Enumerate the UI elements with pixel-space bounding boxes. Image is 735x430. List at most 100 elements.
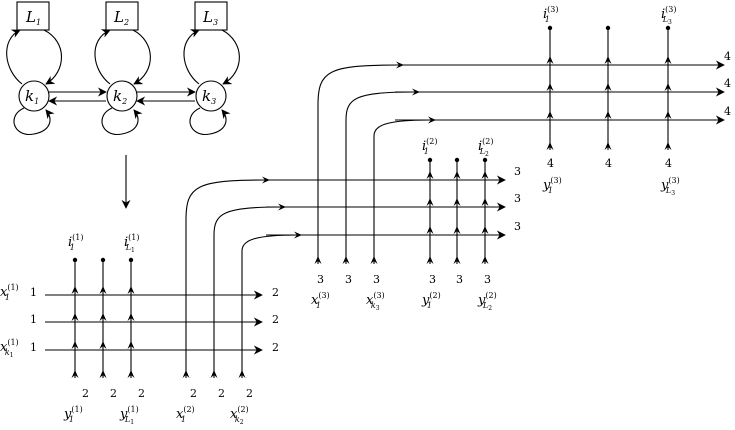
stage3-top-label-2: i(3)L3 bbox=[661, 5, 677, 26]
stage2-col-arrow-2 bbox=[453, 256, 461, 264]
circle-connections bbox=[48, 87, 196, 106]
stage1-bottom-num-5: 2 bbox=[218, 387, 225, 400]
stage3-col-mid-arrow-3-3 bbox=[664, 111, 672, 119]
stage1-col-dot-2 bbox=[100, 257, 106, 263]
stage2-bottom-num-1: 3 bbox=[317, 273, 324, 286]
stage1-col-mid-arrow-2-2 bbox=[99, 313, 107, 321]
stage2-bottom-label-3: y(2)1 bbox=[421, 291, 441, 310]
stage1-curve-2 bbox=[213, 206, 283, 378]
stage1-bottom-label-4: x(2)k2 bbox=[230, 405, 249, 426]
stage1-left-num-2: 1 bbox=[30, 313, 37, 326]
stage2-curve-2 bbox=[345, 91, 415, 264]
stage2-bottom-label-4: y(2)L2 bbox=[477, 291, 497, 312]
stage1-col-mid-arrow-1-3 bbox=[71, 341, 79, 349]
stage1-bottom-num-2: 2 bbox=[110, 387, 117, 400]
stage3-col-mid-arrow-2-3 bbox=[604, 111, 612, 119]
stage1-col-mid-arrow-2-3 bbox=[99, 341, 107, 349]
stage2-col-arrow-3 bbox=[481, 256, 489, 264]
stage1-col-arrow-2 bbox=[99, 370, 107, 378]
stage1-col-mid-arrow-1-2 bbox=[71, 313, 79, 321]
stage2-bottom-label-1: x(3)1 bbox=[311, 291, 330, 310]
stage2-col-arrow-1 bbox=[426, 256, 434, 264]
stage3-col-mid-arrow-1-1 bbox=[546, 56, 554, 64]
stage2-bottom-label-2: x(3)k3 bbox=[366, 291, 385, 312]
stage1-bottom-num-6: 2 bbox=[246, 387, 253, 400]
stage1-col-mid-arrow-3-3 bbox=[127, 341, 135, 349]
stage1-curve-1 bbox=[185, 179, 267, 378]
stage1-col-dot-1 bbox=[72, 257, 78, 263]
stage3-col-mid-arrow-1-2 bbox=[546, 83, 554, 91]
stage3-col-mid-arrow-3-1 bbox=[664, 56, 672, 64]
stage1-col-arrow-1 bbox=[71, 370, 79, 378]
stage2-col-mid-arrow-2-1 bbox=[453, 171, 461, 179]
stage2-right-num-2: 3 bbox=[514, 192, 521, 205]
stage1-col-mid-arrow-3-1 bbox=[127, 286, 135, 294]
stage2-curve-arrow-1 bbox=[314, 256, 322, 264]
circle-node-3: 3k3 bbox=[195, 80, 227, 112]
stage1-curve-3 bbox=[241, 234, 299, 378]
stage2-col-mid-arrow-2-2 bbox=[453, 198, 461, 206]
svg-text:L3: L3 bbox=[202, 8, 218, 27]
stage1-right-num-1: 2 bbox=[272, 286, 279, 299]
stage3-col-mid-arrow-1-3 bbox=[546, 111, 554, 119]
stage2-right-num-1: 3 bbox=[514, 165, 521, 178]
stage3-col-dot-2 bbox=[605, 25, 611, 31]
svg-text:3k3: 3k3 bbox=[202, 87, 216, 106]
stage2-curve-arrow-2 bbox=[342, 256, 350, 264]
stage2-col-mid-arrow-1-1 bbox=[426, 171, 434, 179]
stage1-top-label-2: i(1)L1 bbox=[124, 233, 140, 254]
stage1-curve-arrow-2 bbox=[210, 370, 218, 378]
stage3-col-arrow-3 bbox=[664, 142, 672, 150]
stage2-curve-arrow-3 bbox=[370, 256, 378, 264]
stage3-col-arrow-2 bbox=[604, 142, 612, 150]
stage2-bottom-num-2: 3 bbox=[345, 273, 352, 286]
stage3-bottom-num-3: 4 bbox=[665, 157, 672, 170]
stage2-col-dot-3 bbox=[482, 157, 488, 163]
stage1-right-num-3: 2 bbox=[272, 341, 279, 354]
stage2-col-mid-arrow-3-3 bbox=[481, 226, 489, 234]
stage1-col-arrow-3 bbox=[127, 370, 135, 378]
stage1-col-mid-arrow-1-1 bbox=[71, 286, 79, 294]
stage1-bottom-num-4: 2 bbox=[190, 387, 197, 400]
stage1-col-dot-3 bbox=[128, 257, 134, 263]
stage3-right-num-3: 4 bbox=[724, 105, 731, 118]
stage3-bottom-num-2: 4 bbox=[605, 157, 612, 170]
stage1-bottom-label-1: y(1)1 bbox=[63, 405, 83, 424]
stage3-right-num-2: 4 bbox=[724, 77, 731, 90]
stage2-col-mid-arrow-3-1 bbox=[481, 171, 489, 179]
stage1-bottom-num-3: 2 bbox=[138, 387, 145, 400]
stage3-col-mid-arrow-2-1 bbox=[604, 56, 612, 64]
stage1-left-label-1: x(1)1 bbox=[0, 283, 19, 302]
stage2-col-dot-1 bbox=[427, 157, 433, 163]
stage2-col-mid-arrow-1-3 bbox=[426, 226, 434, 234]
stage1-left-num-1: 1 bbox=[30, 286, 37, 299]
svg-text:L2: L2 bbox=[113, 8, 129, 27]
stage3-bottom-num-1: 4 bbox=[547, 157, 554, 170]
stage3-col-mid-arrow-3-2 bbox=[664, 83, 672, 91]
stage2-col-dot-2 bbox=[454, 157, 460, 163]
circle-node-2: k2 bbox=[106, 80, 138, 112]
box-circle-loops bbox=[6, 29, 240, 85]
stage1-top-label-1: i(1)1 bbox=[68, 233, 84, 252]
svg-text:k1: k1 bbox=[25, 87, 39, 106]
self-loops bbox=[13, 107, 231, 135]
stage3-bottom-label-1: y(3)1 bbox=[542, 176, 562, 195]
stage1-bottom-label-2: y(1)L1 bbox=[119, 405, 139, 426]
stage3-top-label-1: i(3)1 bbox=[543, 5, 559, 24]
stage2-bottom-num-5: 3 bbox=[456, 273, 463, 286]
stage1-curve-arrow-3 bbox=[238, 370, 246, 378]
circle-node-1: k1 bbox=[18, 80, 50, 112]
stage1-curve-arrow-1 bbox=[182, 370, 190, 378]
stage3-right-num-1: 4 bbox=[724, 50, 731, 63]
stage2-col-mid-arrow-3-2 bbox=[481, 198, 489, 206]
svg-text:L1: L1 bbox=[25, 8, 41, 27]
svg-text:k2: k2 bbox=[113, 87, 127, 106]
stage1-bottom-num-1: 2 bbox=[82, 387, 89, 400]
stage2-bottom-num-6: 3 bbox=[484, 273, 491, 286]
top-graph: L1 L2 L3 k1 k2 3k3 bbox=[6, 1, 240, 209]
stage2-right-num-3: 3 bbox=[514, 220, 521, 233]
stage2-col-mid-arrow-1-2 bbox=[426, 198, 434, 206]
stage3-col-dot-3 bbox=[665, 25, 671, 31]
stage2-top-label-2: i(2)L2 bbox=[478, 137, 494, 158]
